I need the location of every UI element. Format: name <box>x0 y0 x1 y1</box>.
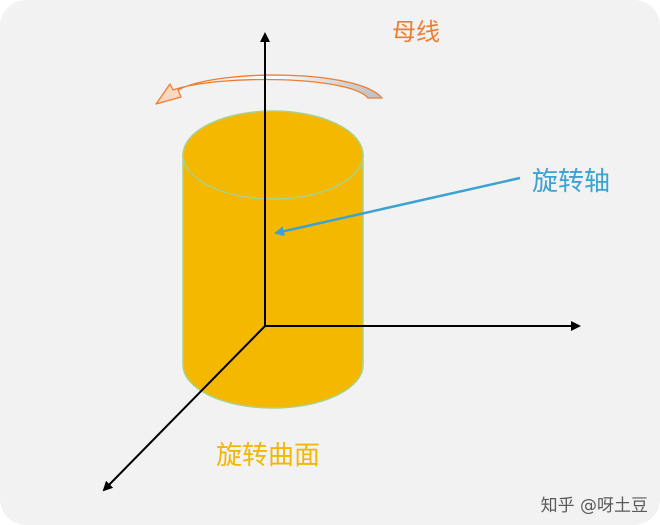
surface-of-revolution-label: 旋转曲面 <box>216 441 321 471</box>
depth-axis-line <box>102 325 266 492</box>
cylinder-body <box>182 154 364 409</box>
watermark: 知乎 @呀土豆 <box>540 496 648 516</box>
cylinder-top-ellipse <box>182 110 364 200</box>
rotation-axis-label: 旋转轴 <box>532 167 611 197</box>
generatrix-label: 母线 <box>392 18 440 46</box>
rotation-axis-pointer <box>274 176 521 237</box>
rotation-arrow <box>155 74 383 105</box>
